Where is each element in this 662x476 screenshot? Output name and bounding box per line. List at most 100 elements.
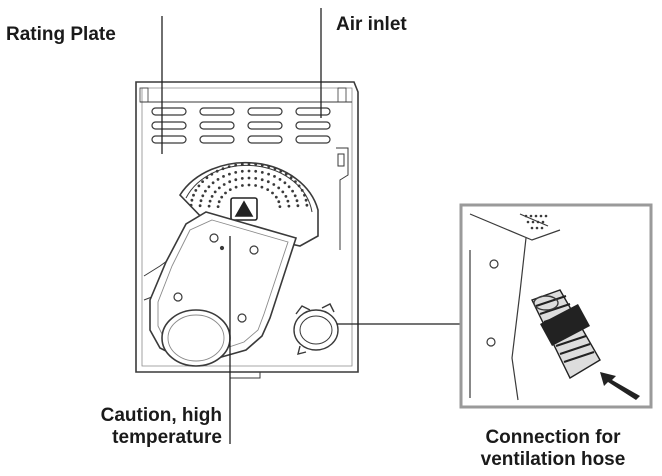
perforation-dot (287, 204, 291, 208)
perforation-dot (281, 190, 285, 194)
perforation-dot (304, 198, 308, 202)
perforation-dot (272, 183, 276, 186)
perforation-dot (216, 205, 220, 209)
air-inlet-vents (151, 107, 331, 144)
perforation-dot (289, 176, 293, 180)
perforation-dot (221, 167, 225, 171)
perforation-dot (198, 204, 202, 208)
perforation-dot (267, 165, 271, 169)
perforation-dot (271, 191, 274, 195)
perforation-dot (286, 199, 290, 203)
arrow-icon (600, 372, 640, 400)
perforation-dot (190, 198, 194, 202)
exhaust-outlet (161, 309, 231, 367)
air-inlet-label: Air inlet (336, 14, 407, 35)
perforation-dot (254, 169, 258, 173)
perforation-dot (234, 185, 238, 189)
perforation-dot (273, 175, 276, 178)
perforation-dot (207, 204, 211, 208)
perforation-dot (222, 183, 226, 186)
hose-connection-port (293, 303, 339, 355)
perforation-dot (283, 181, 287, 185)
perforation-dot (279, 169, 283, 173)
perforation-dot (222, 175, 225, 178)
perforation-dot (210, 195, 214, 198)
side-bracket (336, 147, 349, 250)
perforation-dots (189, 162, 309, 209)
perforation-dot (240, 177, 244, 180)
perforation-dot (192, 193, 195, 197)
perforation-dot (277, 200, 281, 204)
perforation-dot (216, 178, 220, 181)
leader-lines (161, 8, 461, 444)
perforation-dot (277, 186, 281, 190)
perforation-dot (294, 180, 297, 184)
perforation-dot (220, 195, 224, 199)
perforation-dot (305, 203, 309, 207)
perforation-dot (228, 180, 232, 184)
perforation-dot (211, 181, 215, 185)
perforation-dot (254, 184, 257, 187)
perforation-dot (278, 178, 282, 181)
connection-label-line1: Connection for (485, 427, 621, 448)
caution-label: Caution, high temperature (52, 405, 222, 449)
perforation-dot (217, 186, 221, 190)
inset-detail (459, 203, 653, 409)
perforation-dot (228, 188, 232, 192)
perforation-dot (266, 188, 270, 192)
perforation-dot (227, 165, 231, 169)
connection-label: Connection for ventilation hose (455, 427, 651, 471)
perforation-dot (267, 172, 270, 176)
perforation-dot (201, 194, 205, 198)
perforation-dot (247, 176, 251, 180)
perforation-dot (207, 185, 211, 189)
perforation-dot (234, 171, 238, 174)
perforation-dot (254, 162, 258, 166)
perforation-dot (247, 183, 251, 187)
rating-plate-label: Rating Plate (6, 24, 116, 45)
perforation-dot (260, 185, 264, 189)
perforation-dot (284, 195, 288, 198)
warning-triangle (230, 197, 258, 221)
perforation-dot (274, 195, 278, 199)
perforation-dot (297, 184, 301, 188)
perforation-dot (296, 204, 300, 208)
perforation-dot (205, 176, 209, 180)
perforation-dot (199, 199, 203, 203)
perforation-dot (228, 172, 231, 176)
ventilation-hose (531, 289, 601, 379)
perforation-dot (210, 172, 214, 176)
perforation-dot (266, 180, 270, 184)
perforation-dot (254, 177, 258, 180)
perforation-dot (303, 193, 306, 197)
perforation-dot (194, 189, 198, 192)
perforation-dot (189, 203, 193, 207)
perforation-dot (208, 199, 212, 203)
perforation-dot (284, 172, 288, 176)
perforation-dot (260, 163, 264, 167)
perforation-dot (295, 199, 299, 203)
perforation-dot (217, 200, 221, 204)
perforation-dot (260, 171, 264, 174)
perforation-dot (260, 178, 264, 182)
perforation-dot (300, 189, 304, 192)
perforation-dot (287, 185, 291, 189)
caution-label-line1: Caution, high (100, 405, 222, 426)
perforation-dot (278, 205, 282, 209)
perforation-dot (273, 167, 277, 171)
perforation-dot (234, 163, 238, 167)
perforation-dot (241, 184, 244, 187)
caution-label-line2: temperature (112, 427, 222, 448)
perforation-dot (293, 194, 297, 198)
panel-screws (173, 233, 259, 323)
connection-label-line2: ventilation hose (480, 449, 626, 470)
perforation-dot (201, 180, 205, 184)
perforation-dot (291, 189, 294, 193)
perforation-dot (240, 162, 244, 166)
perforation-dot (213, 190, 217, 194)
dryer-body (135, 81, 359, 379)
perforation-dot (224, 191, 227, 195)
perforation-dot (197, 184, 201, 188)
perforation-dot (204, 189, 207, 193)
